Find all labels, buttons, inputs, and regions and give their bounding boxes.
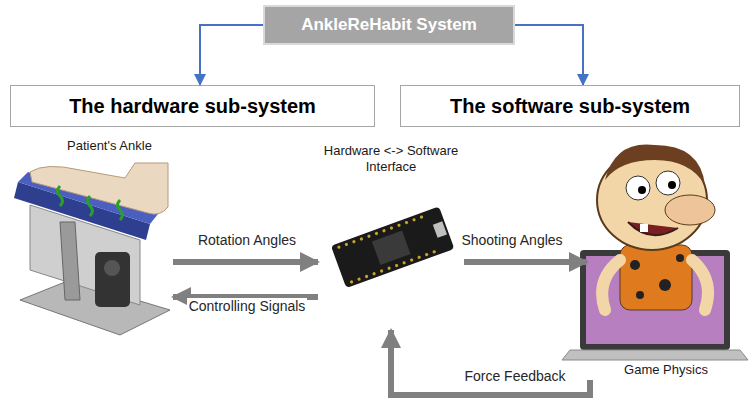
- node-label: The software sub-system: [450, 95, 690, 118]
- hierarchy-arrow: [200, 25, 263, 85]
- title-box: AnkleReHabit System: [263, 5, 515, 45]
- ankle-device: [14, 163, 170, 335]
- subsystem-box: The hardware sub-system: [10, 85, 375, 127]
- game-illustration: [562, 144, 748, 360]
- data-flow-arrow: [173, 259, 318, 265]
- arrow-label: Rotation Angles: [196, 232, 298, 248]
- node-label: Game Physics: [585, 362, 747, 378]
- hierarchy-arrow: [515, 25, 583, 85]
- controller-board: [331, 206, 454, 288]
- arrow-label: Force Feedback: [462, 368, 567, 384]
- arrow-label: Controlling Signals: [187, 298, 308, 314]
- interface-board-node: Hardware <-> Software Interface: [318, 143, 464, 330]
- node-label: AnkleReHabit System: [301, 15, 477, 35]
- ankle-device-node: Patient's Ankle: [5, 138, 173, 345]
- node-label: Hardware <-> Software Interface: [320, 143, 462, 176]
- game-physics-node: Game Physics: [565, 130, 747, 380]
- data-flow-arrow: [391, 330, 590, 395]
- node-label: The hardware sub-system: [69, 95, 316, 118]
- node-label: Patient's Ankle: [67, 138, 169, 154]
- data-flow-arrow: [464, 259, 587, 265]
- subsystem-box: The software sub-system: [400, 85, 740, 127]
- arrow-label: Shooting Angles: [459, 232, 564, 248]
